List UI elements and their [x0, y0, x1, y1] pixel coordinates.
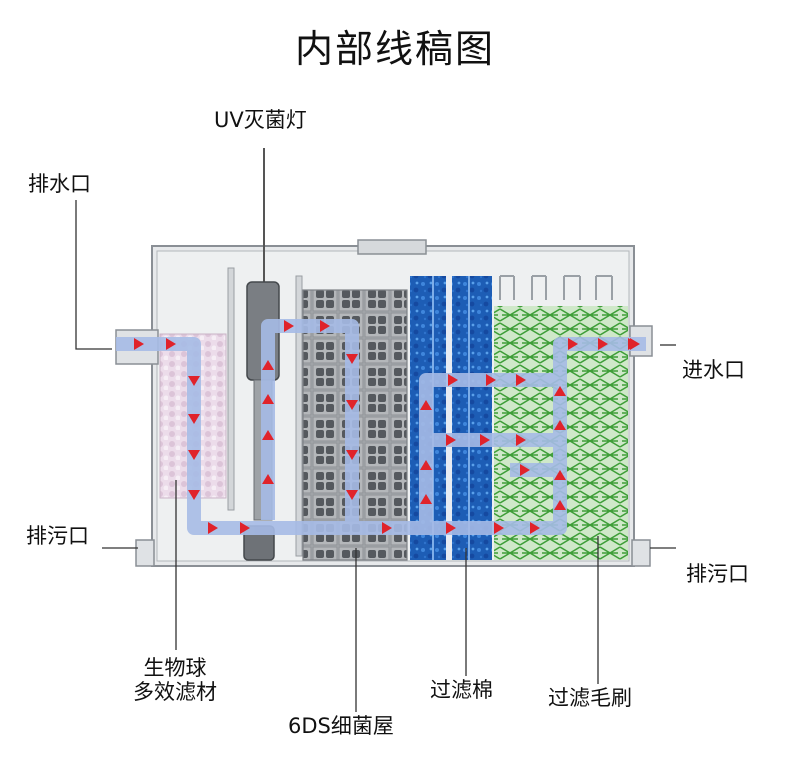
label-bio-ball-line1: 生物球	[143, 656, 207, 680]
label-drain-left: 排污口	[26, 524, 89, 548]
page-title: 内部线稿图	[294, 27, 495, 71]
label-bio-ball-line2: 多效滤材	[133, 680, 217, 704]
label-uv-lamp: UV灭菌灯	[214, 108, 307, 132]
label-filter-cotton: 过滤棉	[430, 678, 493, 702]
divider-2	[295, 275, 303, 557]
label-filter-brush: 过滤毛刷	[548, 686, 632, 710]
flow-arrows	[134, 320, 640, 534]
divider-1	[227, 267, 235, 511]
label-bio-ball: 生物球 多效滤材	[116, 656, 234, 704]
label-bacteria-house: 6DS细菌屋	[288, 714, 394, 738]
label-outlet: 排水口	[28, 172, 91, 196]
drain-pipe-right	[631, 539, 651, 567]
label-drain-right: 排污口	[686, 562, 749, 586]
leader-lines	[75, 200, 676, 712]
drain-pipe-left	[135, 539, 155, 567]
label-inlet: 进水口	[682, 358, 745, 382]
